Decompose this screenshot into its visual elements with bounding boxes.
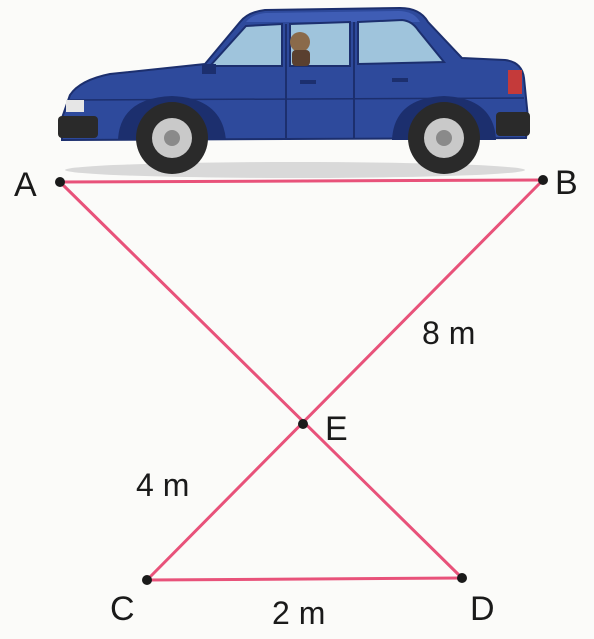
- label-point-b: B: [555, 164, 578, 202]
- label-point-d: D: [470, 590, 495, 628]
- label-point-a: A: [14, 166, 37, 204]
- point-d: [457, 573, 467, 583]
- point-a: [55, 177, 65, 187]
- car-icon: [58, 6, 530, 178]
- label-point-e: E: [325, 410, 348, 448]
- segment-ab: [58, 178, 545, 184]
- length-label-eb: 8 m: [422, 315, 475, 351]
- point-c: [142, 575, 152, 585]
- segment-ad: [58, 180, 464, 580]
- segment-cd: [145, 576, 464, 582]
- point-e: [298, 419, 308, 429]
- point-b: [538, 175, 548, 185]
- length-label-cd: 2 m: [272, 595, 325, 631]
- length-label-ce: 4 m: [136, 467, 189, 503]
- label-point-c: C: [110, 590, 135, 628]
- segment-bc: [145, 178, 545, 582]
- segments: [58, 178, 545, 582]
- points: [55, 175, 548, 585]
